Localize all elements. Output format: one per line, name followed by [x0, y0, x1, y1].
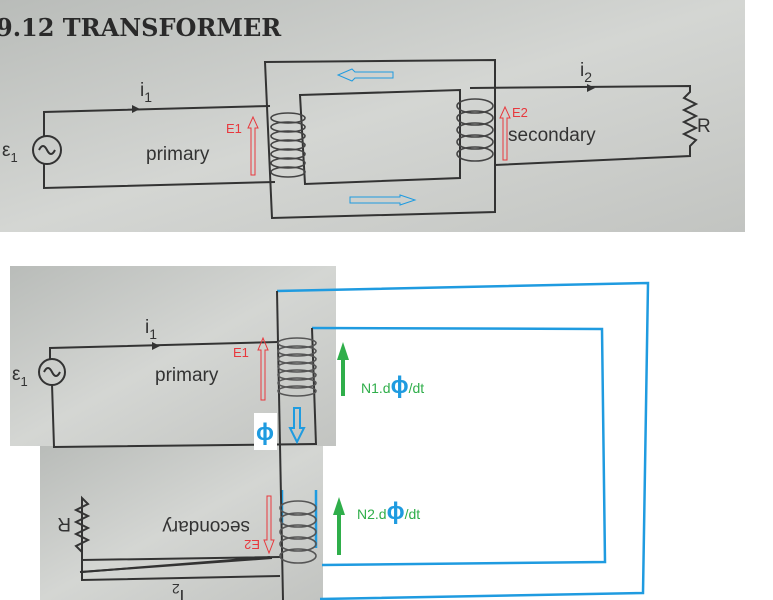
current-i1-label: i1 — [140, 80, 152, 105]
current-i2-label: i2 — [172, 581, 184, 600]
emf2-arrow-icon — [499, 105, 511, 161]
emf1-label: E1 — [226, 121, 242, 136]
top-panel: 9.12 TRANSFORMER i1 i2 ε1 primary second… — [0, 0, 745, 232]
emf1-arrow-icon — [257, 336, 269, 401]
secondary-circuit — [469, 84, 699, 166]
iron-core — [263, 58, 496, 220]
primary-circuit — [38, 341, 316, 449]
current-i1-label: i1 — [145, 317, 157, 342]
emf1-label: E1 — [233, 345, 249, 360]
n2-emf-label: N2.dϕ/dt — [357, 498, 420, 525]
n1-induced-arrow-icon — [337, 342, 349, 396]
flux-left-arrow-icon — [336, 68, 394, 82]
current-arrow-icon — [152, 342, 160, 350]
emf2-arrow-icon — [263, 495, 275, 555]
paper-background — [0, 0, 745, 232]
resistor-label: R — [57, 513, 71, 534]
primary-label: primary — [146, 144, 210, 165]
secondary-circuit — [73, 495, 281, 582]
resistor-label: R — [697, 116, 711, 137]
current-i2-label: i2 — [580, 60, 592, 85]
section-title: 9.12 TRANSFORMER — [0, 13, 282, 42]
current-arrow-icon — [132, 105, 140, 113]
secondary-label: secondary — [162, 516, 250, 537]
source-label: ε1 — [2, 140, 18, 165]
source-label: ε1 — [12, 364, 28, 389]
emf1-arrow-icon — [247, 115, 259, 176]
flux-down-arrow-icon — [288, 407, 306, 445]
current-arrow-icon — [587, 84, 595, 92]
primary-circuit — [32, 105, 276, 190]
secondary-coil — [279, 500, 317, 564]
flux-label-box — [254, 413, 277, 450]
n2-induced-arrow-icon — [333, 497, 345, 555]
flux-right-arrow-icon — [349, 194, 417, 206]
emf2-label: E2 — [244, 537, 260, 552]
bottom-panel: i1 ε1 primary secondary R i2 E1 E2 N1.dϕ… — [10, 266, 650, 600]
secondary-label: secondary — [508, 125, 596, 146]
paper-background — [40, 446, 323, 600]
emf2-label: E2 — [512, 105, 528, 120]
n1-emf-label: N1.dϕ/dt — [361, 372, 424, 399]
flux-symbol-label: ϕ — [256, 419, 274, 446]
primary-coil — [270, 112, 306, 178]
primary-coil — [277, 337, 317, 397]
primary-label: primary — [155, 365, 219, 386]
secondary-coil — [456, 98, 494, 162]
